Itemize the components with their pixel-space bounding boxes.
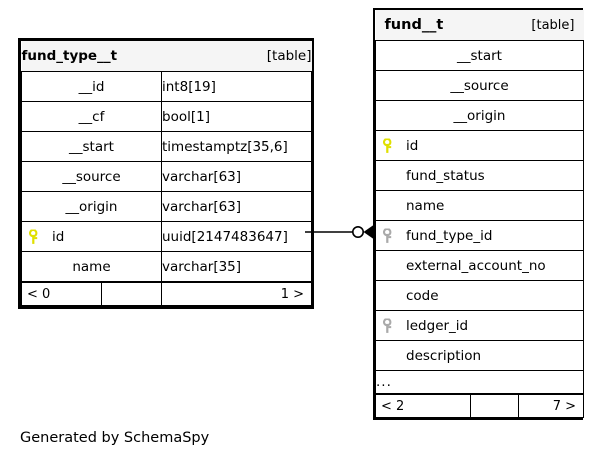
table-row[interactable]: __origin	[375, 100, 584, 131]
cardinality-zero-circle-icon	[351, 226, 364, 238]
table-row-primary-key[interactable]: id	[375, 130, 584, 161]
table-row[interactable]: __cf bool[1]	[21, 101, 312, 132]
table-header-cell: fund__t [table]	[375, 10, 584, 41]
table-grid: fund_type__t [table] __id int8[19] __cf …	[21, 41, 312, 282]
child-relations-count[interactable]: 1 >	[161, 282, 312, 306]
column-name-text: id	[406, 137, 419, 154]
table-row[interactable]: name	[375, 190, 584, 221]
column-type-cell: varchar[63]	[161, 191, 312, 222]
column-name-cell: __source	[375, 70, 584, 101]
table-row-foreign-key[interactable]: fund_type_id	[375, 220, 584, 251]
column-type-cell: varchar[35]	[161, 251, 312, 282]
table-footer-row: < 2 7 >	[375, 394, 584, 418]
column-name-cell: __id	[21, 71, 162, 102]
table-row[interactable]: code	[375, 280, 584, 311]
table-type-tag: [table]	[161, 41, 312, 72]
table-row[interactable]: __source varchar[63]	[21, 161, 312, 192]
column-name-cell: id	[21, 221, 162, 252]
primary-key-icon	[29, 229, 38, 244]
column-name-cell: fund_type_id	[375, 220, 584, 251]
column-type-cell: uuid[2147483647]	[161, 221, 312, 252]
parent-relations-count[interactable]: < 0	[21, 282, 102, 306]
table-row[interactable]: __source	[375, 70, 584, 101]
table-row-foreign-key[interactable]: ledger_id	[375, 310, 584, 341]
column-name-text: id	[52, 228, 65, 245]
table-row[interactable]: external_account_no	[375, 250, 584, 281]
cardinality-many-crowsfoot-icon	[363, 224, 375, 240]
table-title: fund__t	[384, 17, 444, 33]
table-footer-body: < 2 7 >	[375, 394, 584, 418]
column-type-cell: varchar[63]	[161, 161, 312, 192]
primary-key-icon	[383, 138, 392, 153]
column-name-cell: name	[21, 251, 162, 282]
table-type-tag: [table]	[531, 17, 575, 33]
relationship-connector-fund-type-id[interactable]	[305, 214, 383, 250]
erd-table-fund-type-t[interactable]: fund_type__t [table] __id int8[19] __cf …	[18, 38, 314, 309]
column-name-cell: external_account_no	[375, 250, 584, 281]
table-row-more[interactable]: ...	[375, 370, 584, 394]
column-name-cell: __source	[21, 161, 162, 192]
table-row[interactable]: fund_status	[375, 160, 584, 191]
table-grid: fund__t [table] __start __source __origi…	[375, 10, 584, 394]
generated-by-credit: Generated by SchemaSpy	[20, 430, 210, 446]
column-name-cell: fund_status	[375, 160, 584, 191]
column-name-cell: id	[375, 130, 584, 161]
table-row[interactable]: __start timestamptz[35,6]	[21, 131, 312, 162]
table-header-row: fund_type__t [table]	[21, 41, 312, 72]
table-footer-row: < 0 1 >	[21, 282, 312, 306]
column-name-cell: __start	[375, 40, 584, 71]
column-name-cell: __cf	[21, 101, 162, 132]
table-row[interactable]: description	[375, 340, 584, 371]
foreign-key-icon	[383, 318, 392, 333]
column-type-cell: int8[19]	[161, 71, 312, 102]
column-name-cell: name	[375, 190, 584, 221]
column-name-cell: ledger_id	[375, 310, 584, 341]
footer-middle-cell	[470, 394, 519, 418]
column-name-text: fund_type_id	[406, 227, 493, 244]
more-columns-indicator: ...	[375, 370, 584, 394]
column-name-cell: code	[375, 280, 584, 311]
footer-middle-cell	[101, 282, 162, 306]
table-footer-grid: < 0 1 >	[21, 282, 312, 306]
table-body: fund__t [table] __start __source __origi…	[375, 10, 584, 394]
table-footer-grid: < 2 7 >	[375, 394, 584, 418]
table-title: fund_type__t	[21, 41, 162, 72]
table-row[interactable]: __start	[375, 40, 584, 71]
table-row[interactable]: __origin varchar[63]	[21, 191, 312, 222]
column-name-text: ledger_id	[406, 317, 469, 334]
parent-relations-count[interactable]: < 2	[375, 394, 471, 418]
column-name-cell: __origin	[21, 191, 162, 222]
column-name-cell: description	[375, 340, 584, 371]
table-footer-body: < 0 1 >	[21, 282, 312, 306]
column-name-cell: __origin	[375, 100, 584, 131]
column-name-cell: __start	[21, 131, 162, 162]
table-header-row: fund__t [table]	[375, 10, 584, 41]
table-row[interactable]: name varchar[35]	[21, 251, 312, 282]
table-row[interactable]: __id int8[19]	[21, 71, 312, 102]
table-row-primary-key[interactable]: id uuid[2147483647]	[21, 221, 312, 252]
child-relations-count[interactable]: 7 >	[518, 394, 584, 418]
erd-table-fund-t[interactable]: fund__t [table] __start __source __origi…	[373, 8, 584, 420]
foreign-key-icon	[383, 228, 392, 243]
column-type-cell: timestamptz[35,6]	[161, 131, 312, 162]
column-type-cell: bool[1]	[161, 101, 312, 132]
table-body: fund_type__t [table] __id int8[19] __cf …	[21, 41, 312, 282]
